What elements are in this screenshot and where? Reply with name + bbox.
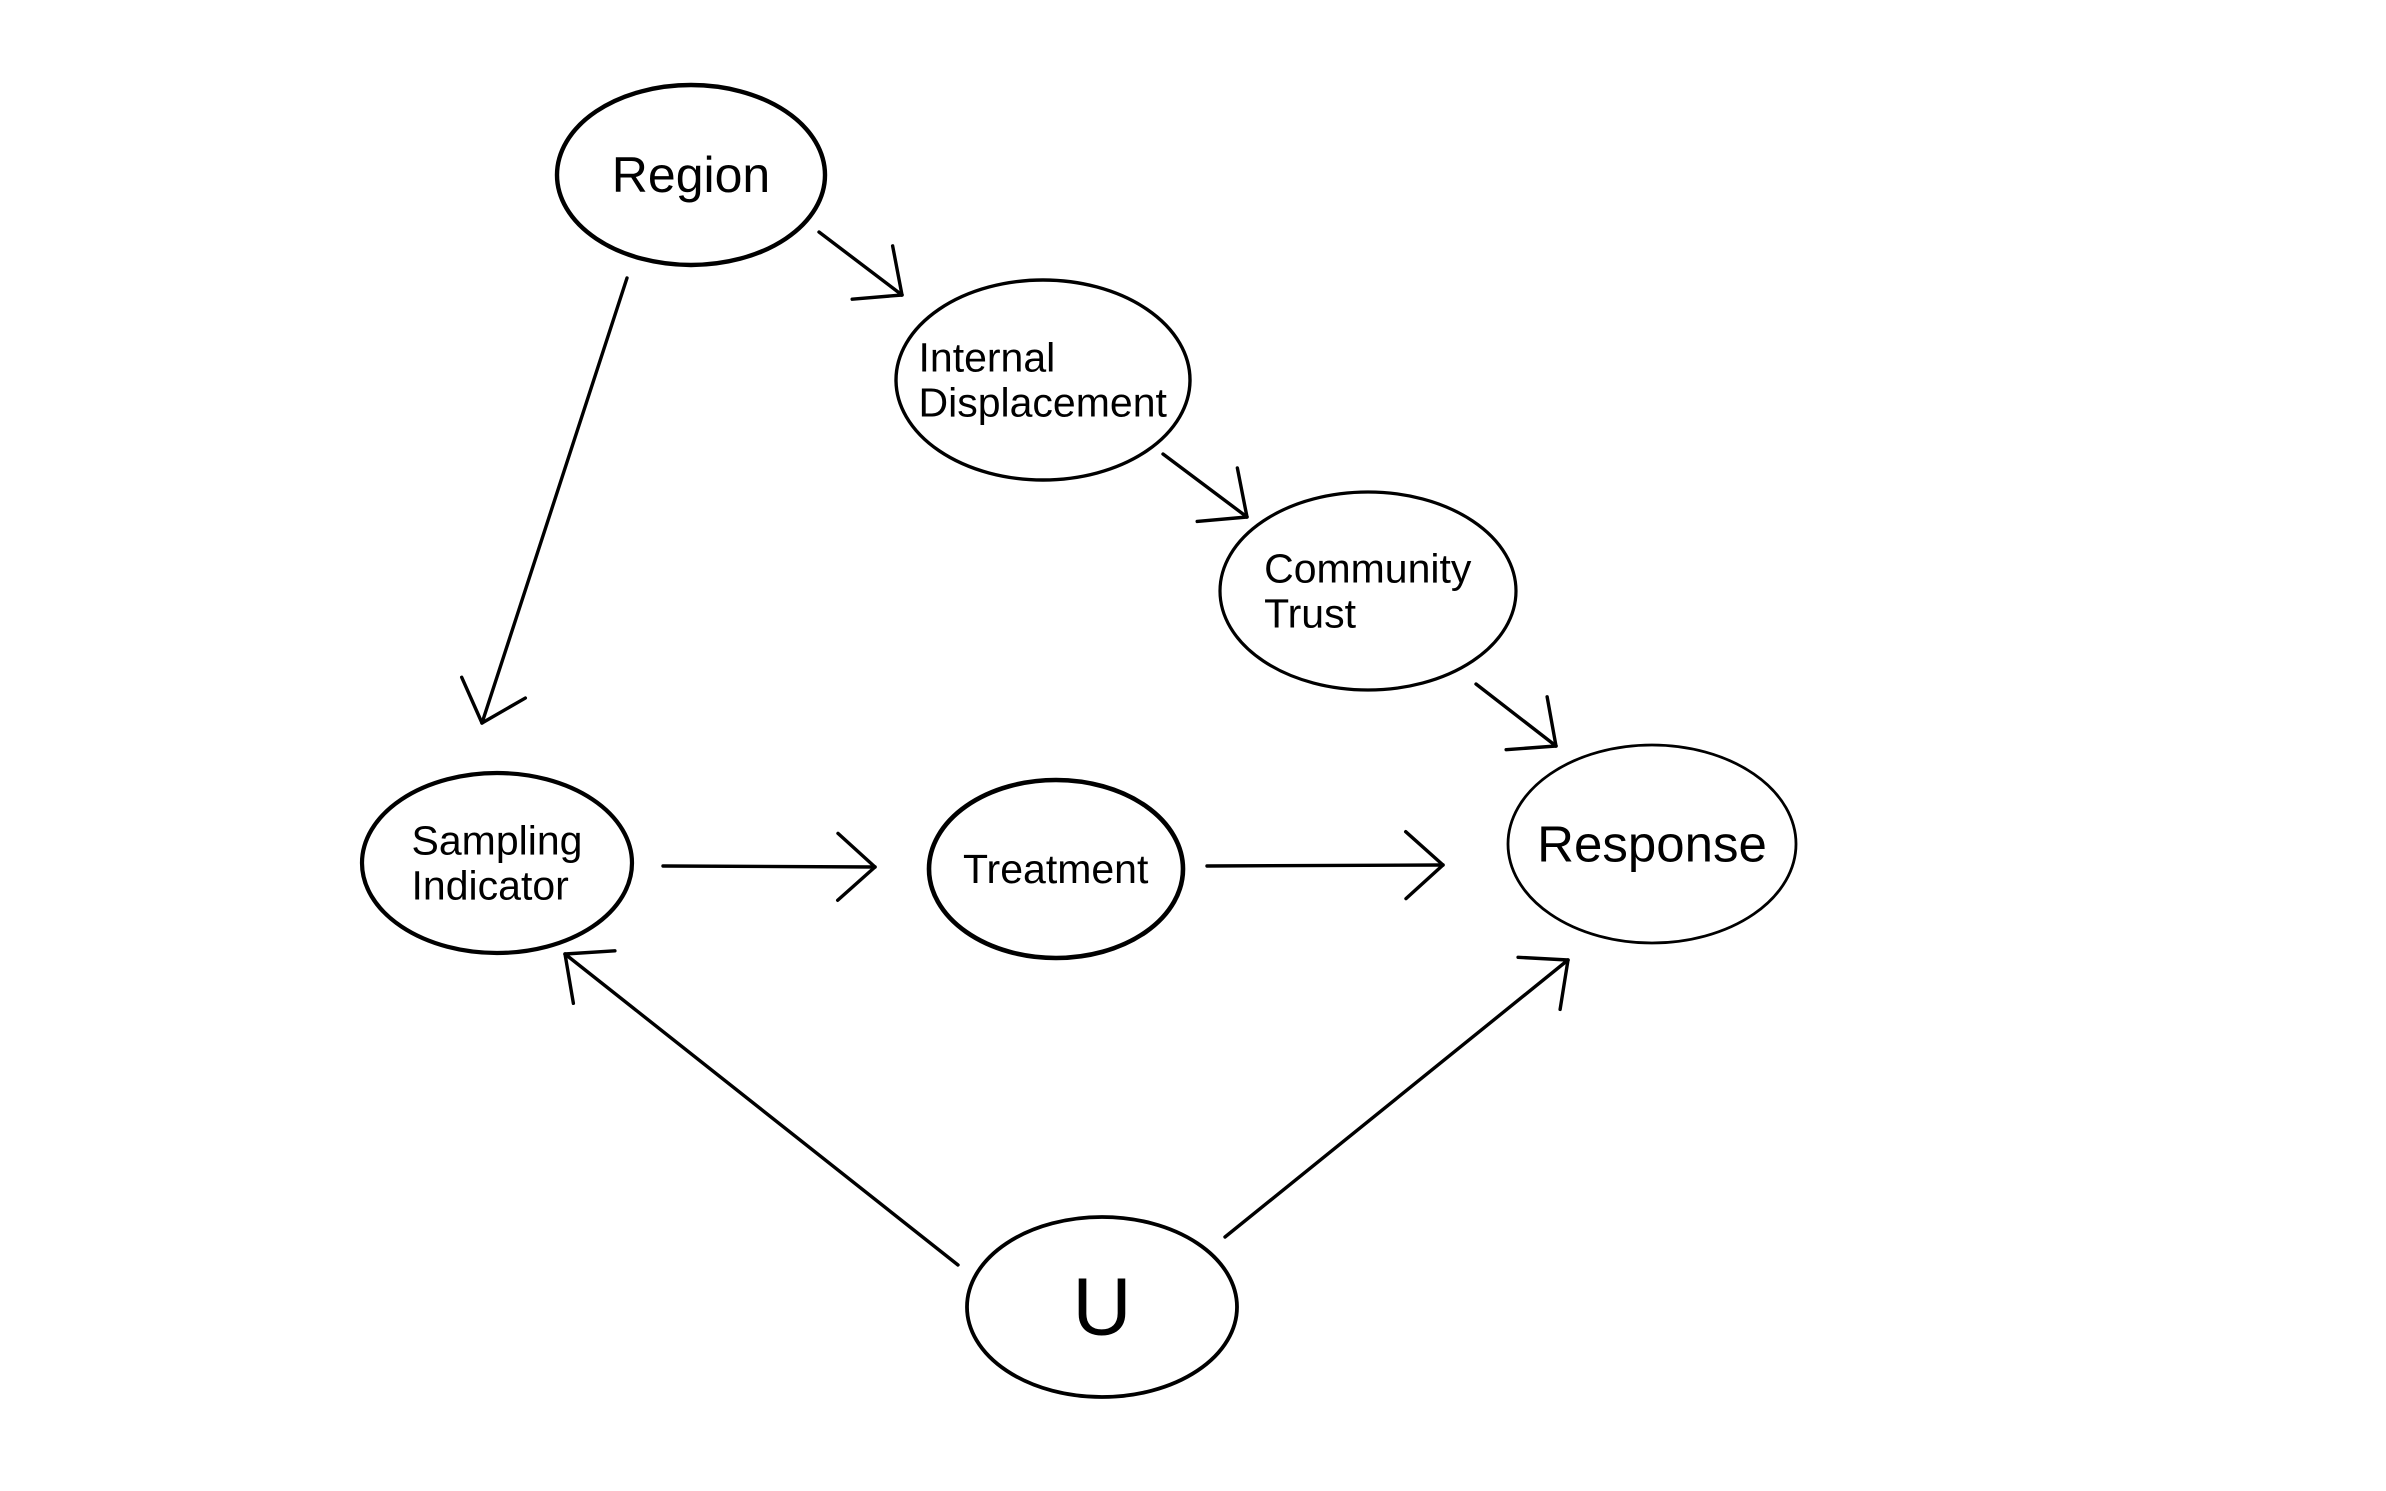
edge-region-to-sampling-indicator-arrowhead-barb-0 (460, 675, 484, 725)
edge-internal-displacement-to-community-trust (1161, 452, 1249, 524)
edge-internal-displacement-to-community-trust-shaft (1161, 452, 1249, 519)
edge-u-to-response-arrowhead-barb-0 (1558, 958, 1570, 1012)
node-internal-displacement-shape (894, 278, 1192, 482)
node-u-shape (965, 1215, 1239, 1399)
edge-region-to-internal-displacement-arrowhead-barb-1 (890, 244, 904, 297)
edge-region-to-internal-displacement-arrowhead-barb-0 (850, 293, 904, 301)
node-sampling-indicator-label-line: Indicator (412, 863, 569, 909)
edge-region-to-sampling-indicator-arrowhead-barb-1 (480, 696, 528, 725)
edge-sampling-indicator-to-treatment-arrowhead-barb-1 (836, 831, 877, 869)
edge-treatment-to-response-shaft (1205, 863, 1445, 868)
edge-sampling-indicator-to-treatment-arrowhead-barb-0 (835, 865, 877, 902)
edge-sampling-indicator-to-treatment-shaft (661, 864, 877, 869)
node-region: Region (554, 82, 828, 268)
node-treatment-label: Treatment (963, 846, 1149, 892)
node-u: U (965, 1215, 1239, 1399)
edge-sampling-indicator-to-treatment (661, 831, 877, 902)
edge-u-to-response-shaft (1223, 958, 1570, 1239)
edge-u-to-response-arrowhead-barb-1 (1516, 955, 1570, 962)
node-response-label: Response (1537, 816, 1767, 873)
node-u-label: U (1072, 1262, 1131, 1353)
edge-region-to-internal-displacement-shaft (817, 230, 904, 297)
edge-u-to-response (1223, 955, 1570, 1239)
edge-u-to-sampling-indicator-shaft (563, 952, 960, 1267)
edge-treatment-to-response-arrowhead-barb-0 (1404, 863, 1445, 901)
edge-community-trust-to-response-shaft (1474, 682, 1558, 748)
edge-region-to-sampling-indicator (460, 276, 629, 725)
node-u-label-line: U (1072, 1262, 1131, 1353)
edge-treatment-to-response-arrowhead-barb-1 (1404, 830, 1445, 867)
node-community-trust-shape (1218, 490, 1518, 692)
edge-region-to-internal-displacement (817, 230, 904, 301)
node-treatment-shape (926, 777, 1186, 961)
edge-u-to-sampling-indicator-arrowhead-barb-1 (563, 952, 576, 1005)
edge-treatment-to-response (1205, 830, 1445, 901)
node-community-trust-label-line: Trust (1264, 591, 1356, 637)
node-treatment-label-line: Treatment (963, 846, 1149, 892)
node-region-label: Region (612, 147, 770, 203)
node-response: Response (1506, 743, 1798, 945)
node-internal-displacement-label-line: Internal (919, 335, 1056, 381)
node-community-trust-label-line: Community (1264, 546, 1472, 592)
edge-community-trust-to-response (1474, 682, 1558, 752)
node-treatment: Treatment (926, 777, 1186, 961)
node-response-shape (1506, 743, 1798, 945)
edge-u-to-sampling-indicator-arrowhead-barb-0 (563, 949, 617, 956)
node-region-shape (554, 82, 828, 268)
edge-region-to-sampling-indicator-shaft (480, 276, 629, 725)
node-region-label-line: Region (612, 147, 770, 203)
node-response-label-line: Response (1537, 816, 1767, 873)
node-sampling-indicator-label-line: Sampling (412, 818, 583, 864)
edge-community-trust-to-response-arrowhead-barb-1 (1545, 695, 1558, 748)
edge-community-trust-to-response-arrowhead-barb-0 (1504, 744, 1558, 752)
node-sampling-indicator-shape (359, 770, 635, 956)
edge-u-to-sampling-indicator (563, 949, 960, 1267)
node-internal-displacement-label-line: Displacement (919, 380, 1168, 426)
edge-internal-displacement-to-community-trust-arrowhead-barb-0 (1195, 515, 1249, 524)
edge-internal-displacement-to-community-trust-arrowhead-barb-1 (1235, 466, 1249, 519)
